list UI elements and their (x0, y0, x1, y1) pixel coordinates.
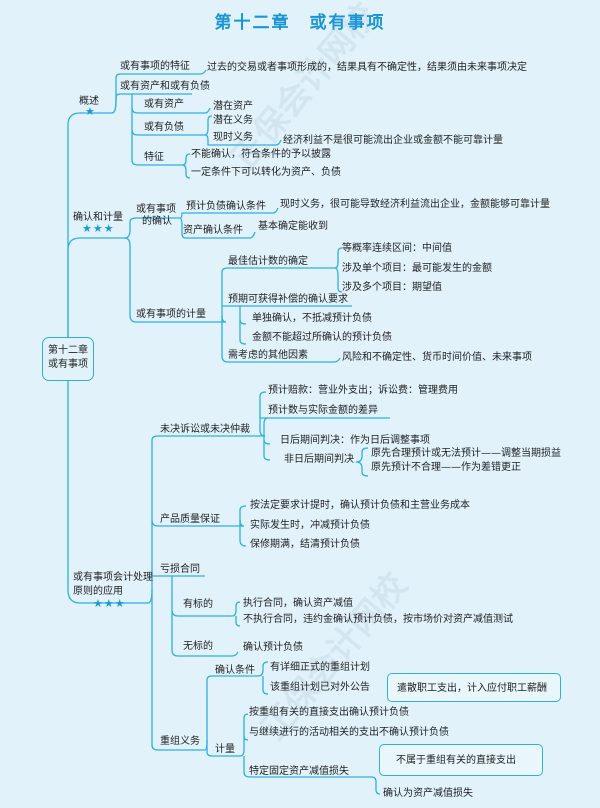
node-m-2: 与继续进行的活动相关的支出不确认预计负债 (249, 727, 449, 738)
node-warranty: 产品质量保证 (160, 514, 220, 525)
node-restructure: 重组义务 (160, 736, 200, 747)
node-with-subject: 有标的 (183, 599, 213, 610)
node-best-3: 涉及多个项目：期望值 (342, 282, 442, 293)
node-best-estimate: 最佳估计数的确定 (228, 256, 308, 267)
node-asset-cond: 资产确认条件 (183, 225, 243, 236)
star-rating: ★ (85, 105, 96, 118)
node-no-subject: 无标的 (183, 641, 213, 652)
center-node-line: 或有事项 (48, 359, 88, 370)
callout-not-direct: 不属于重组有关的直接支出 (379, 744, 543, 776)
star-rating: ★★★ (82, 222, 115, 235)
node-other-factors: 需考虑的其他因素 (228, 350, 308, 361)
node-feature: 或有事项的特征 (120, 61, 190, 72)
node-cl-present: 现时义务 (213, 132, 253, 143)
node-litigation: 未决诉讼或未决仲裁 (160, 424, 250, 435)
node-lit-2: 预计数与实际金额的差异 (268, 405, 378, 416)
node-contingent-liability: 或有负债 (144, 122, 184, 133)
node-trait-2: 一定条件下可以转化为资产、负债 (191, 167, 341, 178)
page-title: 第十二章 或有事项 (214, 13, 386, 33)
center-node: 第十二章 或有事项 (42, 337, 94, 381)
node-trait-1: 不能确认，符合条件的予以披露 (191, 149, 331, 160)
node-ca-text: 潜在资产 (213, 101, 253, 112)
node-rc-2: 该重组计划已对外公告 (270, 682, 370, 693)
node-ws-2: 不执行合同，违约金确认预计负债，按市场价对资产减值测试 (243, 614, 513, 625)
node-liab-cond: 预计负债确认条件 (186, 201, 266, 212)
node-contingent-asset: 或有资产 (144, 99, 184, 110)
star-rating: ★★★ (93, 597, 126, 610)
node-lit-4a: 原先合理预计或无法预计——调整当期损益 (371, 448, 561, 459)
node-m-3: 特定固定资产减值损失 (249, 766, 349, 777)
node-liab-cond-text: 现时义务，很可能导致经济利益流出企业，金额能够可靠计量 (280, 199, 550, 210)
node-measurement: 或有事项的计量 (136, 309, 206, 320)
node-recognition-1: 或有事项 (136, 204, 176, 215)
node-lit-4b: 原先预计不合理——作为差错更正 (371, 462, 521, 473)
node-cl-potential: 潜在义务 (213, 115, 253, 126)
node-recognition-2: 的确认 (142, 216, 172, 227)
node-rc: 确认条件 (215, 665, 255, 676)
callout-severance: 遣散职工支出，计入应付职工薪酬 (387, 673, 561, 702)
branch-recognition: 确认和计量 (73, 212, 123, 223)
node-war-3: 保修期满，结清预计负债 (250, 539, 360, 550)
node-ca-cl: 或有资产和或有负债 (120, 81, 210, 92)
branch-application-1: 或有事项会计处理 (73, 572, 153, 583)
node-comp-2: 金额不能超过所确认的预计负债 (252, 332, 392, 343)
node-onerous: 亏损合同 (160, 564, 200, 575)
node-m-3-text: 确认为资产减值损失 (383, 788, 473, 799)
node-feature-text: 过去的交易或者事项形成的，结果具有不确定性，结果须由未来事项决定 (207, 62, 527, 73)
node-lit-3: 日后期间判决：作为日后调整事项 (280, 435, 430, 446)
node-war-2: 实际发生时，冲减预计负债 (250, 520, 370, 531)
node-rc-1: 有详细正式的重组计划 (270, 662, 370, 673)
node-meas: 计量 (215, 744, 235, 755)
center-node-line: 第十二章 (48, 345, 88, 356)
node-cl-present-text: 经济利益不是很可能流出企业或金额不能可靠计量 (283, 135, 503, 146)
node-best-2: 涉及单个项目：最可能发生的金额 (342, 263, 492, 274)
node-best-1: 等概率连续区间：中间值 (342, 243, 452, 254)
branch-application-2: 原则的应用 (73, 586, 123, 597)
node-war-1: 按法定要求计提时，确认预计负债和主营业务成本 (250, 500, 470, 511)
node-m-1: 按重组有关的直接支出确认预计负债 (249, 707, 409, 718)
branch-overview: 概述 (79, 96, 99, 107)
node-lit-1: 预计赔款：营业外支出；诉讼费：管理费用 (268, 385, 458, 396)
node-ns-1: 确认预计负债 (243, 642, 303, 653)
node-compensation: 预期可获得补偿的确认要求 (228, 294, 348, 305)
node-ws-1: 执行合同，确认资产减值 (243, 598, 353, 609)
node-comp-1: 单独确认，不抵减预计负债 (252, 313, 372, 324)
node-asset-cond-text: 基本确定能收到 (258, 221, 328, 232)
node-trait: 特征 (144, 152, 164, 163)
node-other-text: 风险和不确定性、货币时间价值、未来事项 (342, 352, 532, 363)
node-lit-4: 非日后期间判决 (284, 454, 354, 465)
